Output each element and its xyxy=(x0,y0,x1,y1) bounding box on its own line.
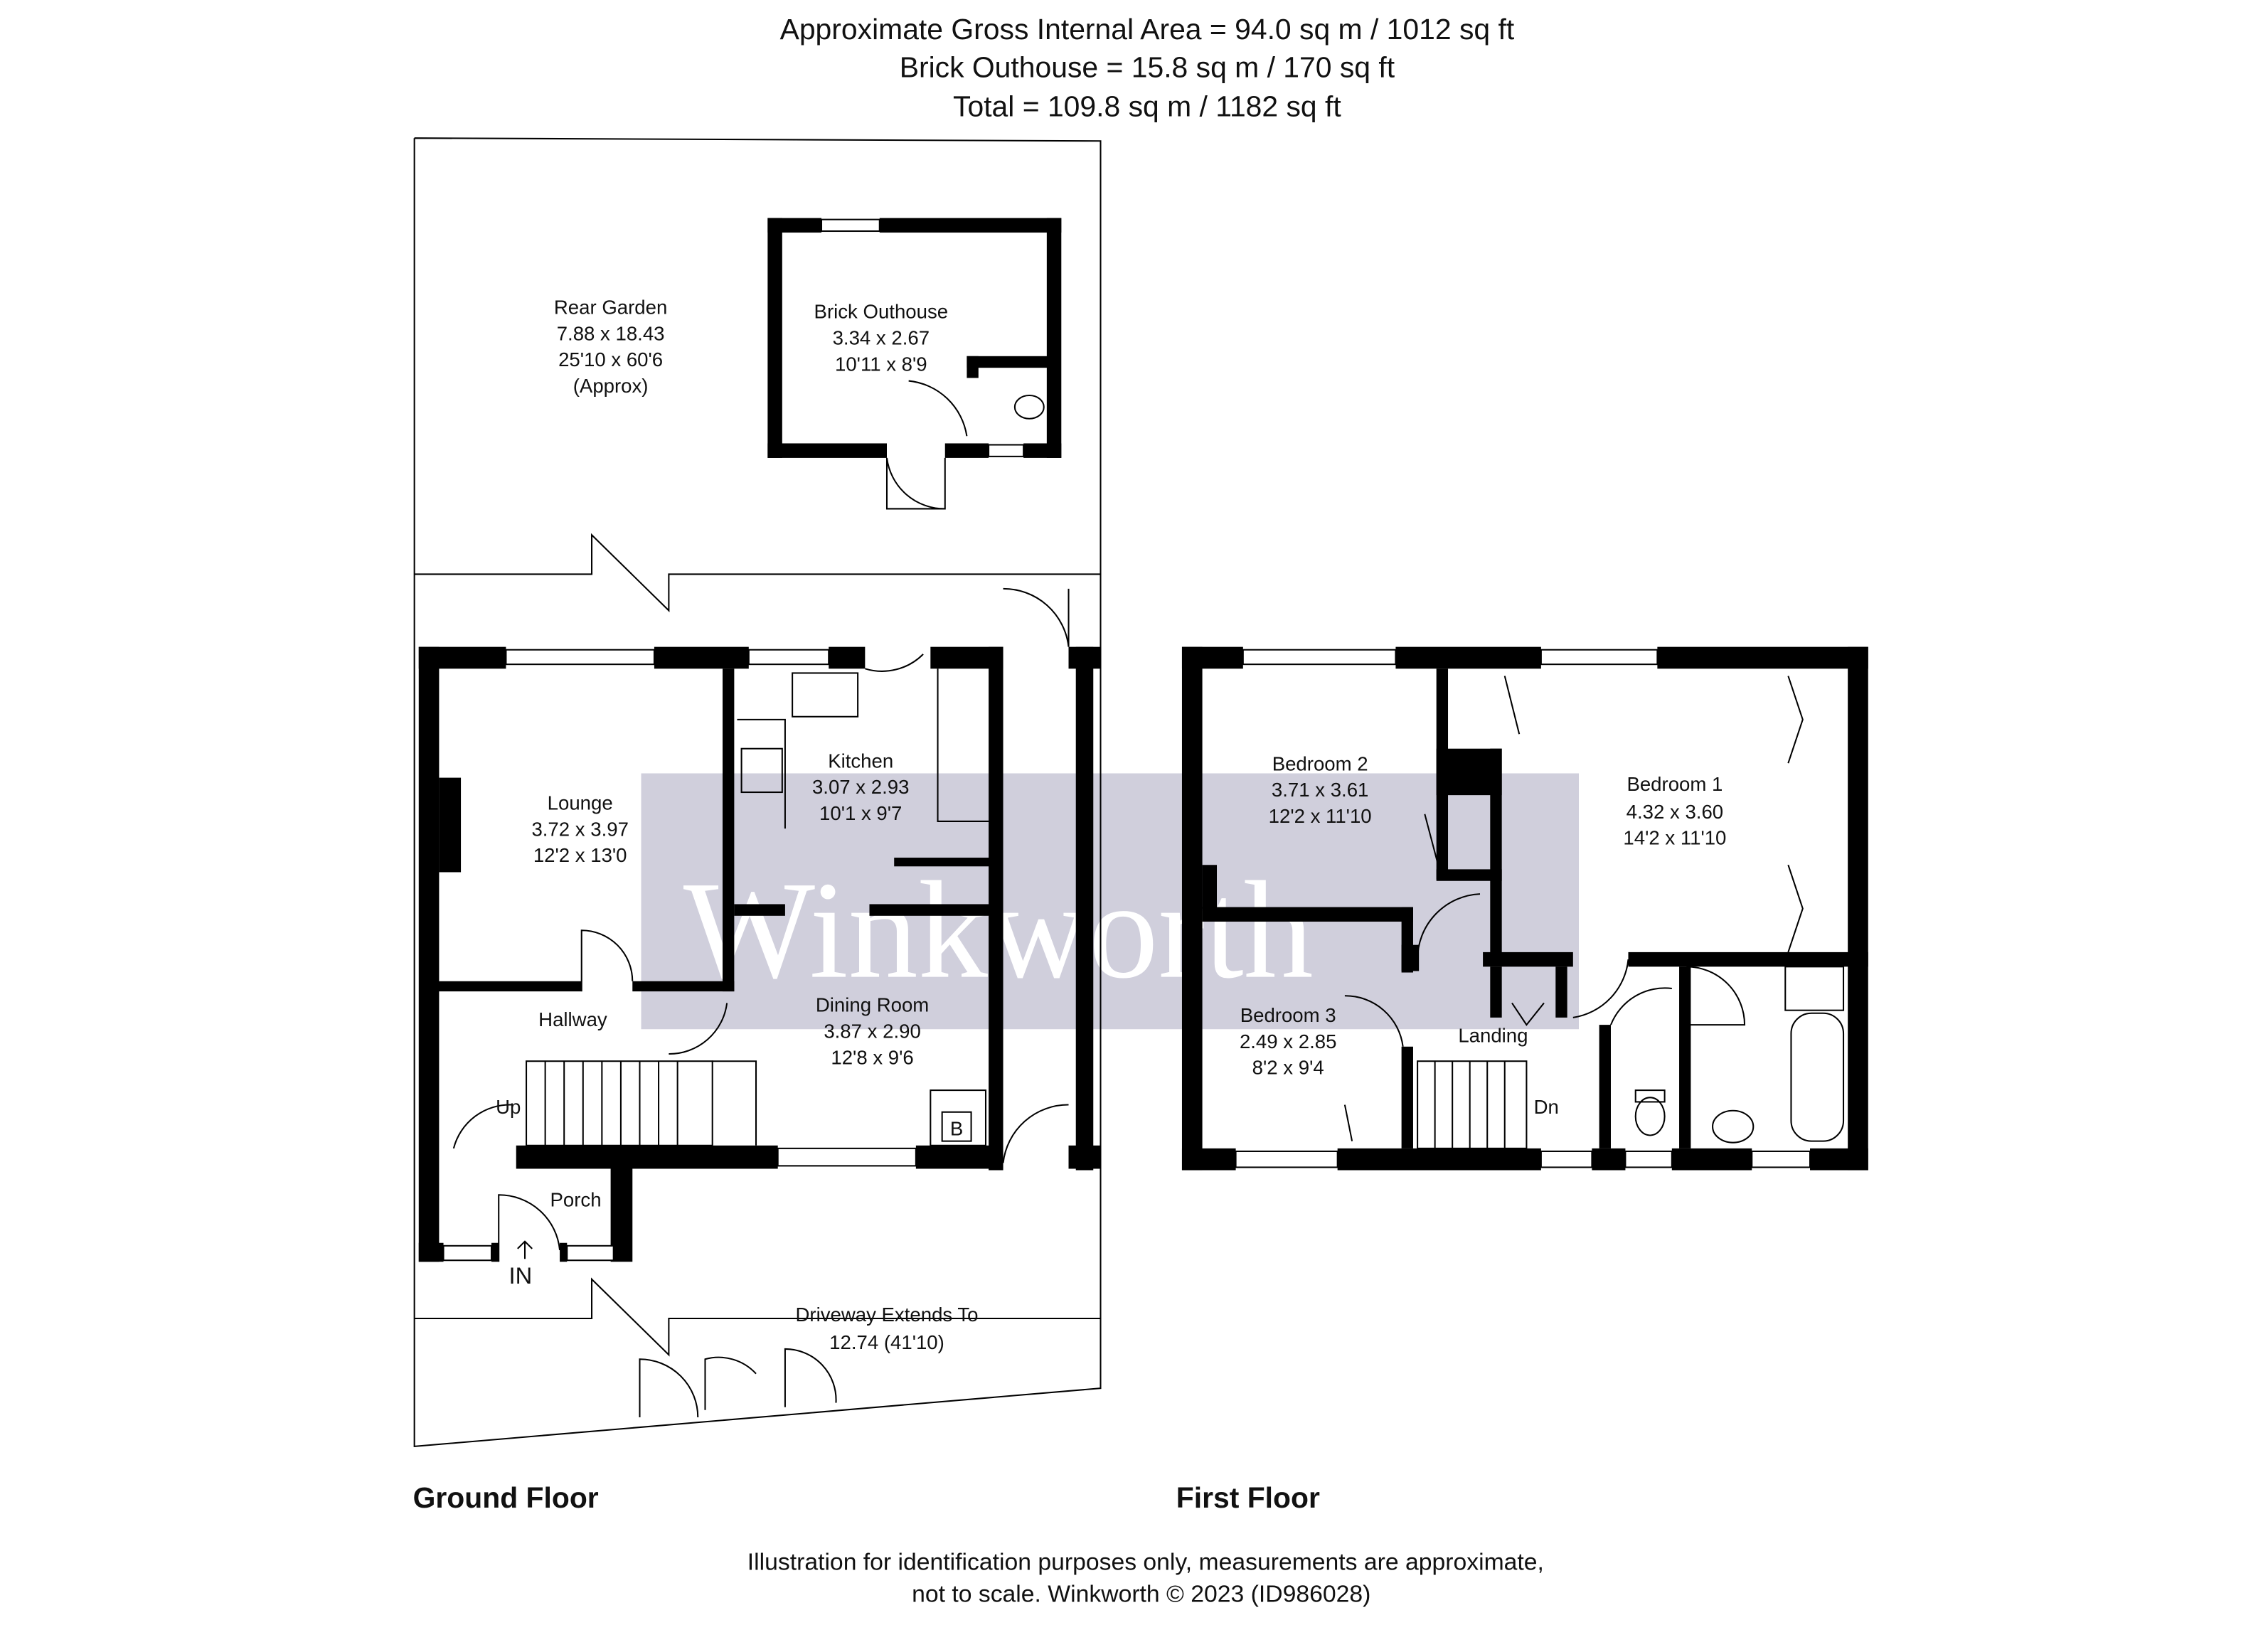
svg-text:10'1 x 9'7: 10'1 x 9'7 xyxy=(819,802,902,824)
boiler-label: B xyxy=(950,1117,963,1139)
svg-text:Bedroom 2: Bedroom 2 xyxy=(1272,752,1368,774)
room-label-kitchen: Kitchen 3.07 x 2.93 10'1 x 9'7 xyxy=(812,750,909,824)
svg-text:3.34 x 2.67: 3.34 x 2.67 xyxy=(833,326,930,348)
house-walls xyxy=(418,587,1101,1262)
header-total-area: Total = 109.8 sq m / 1182 sq ft xyxy=(953,90,1341,123)
footer-disclaimer-line2: not to scale. Winkworth © 2023 (ID986028… xyxy=(912,1581,1370,1608)
svg-text:Bedroom 1: Bedroom 1 xyxy=(1627,773,1723,795)
stairs-up-label: Up xyxy=(496,1096,521,1118)
room-label-bedroom-1: Bedroom 1 4.32 x 3.60 14'2 x 11'10 xyxy=(1623,773,1726,849)
first-stairs xyxy=(1417,1060,1528,1149)
first-floor-title: First Floor xyxy=(1176,1481,1320,1514)
sink-icon xyxy=(1712,1109,1755,1144)
bath-icon xyxy=(1790,1012,1845,1142)
first-floor-walls xyxy=(1181,646,1868,1171)
header-outhouse-area: Brick Outhouse = 15.8 sq m / 170 sq ft xyxy=(900,50,1395,83)
ground-stairs xyxy=(526,1060,757,1146)
room-label-dining: Dining Room 3.87 x 2.90 12'8 x 9'6 xyxy=(816,994,929,1069)
svg-text:3.87 x 2.90: 3.87 x 2.90 xyxy=(824,1020,920,1043)
svg-text:(Approx): (Approx) xyxy=(573,375,649,397)
ground-floor-title: Ground Floor xyxy=(413,1481,599,1514)
ground-floor-plan: Rear Garden 7.88 x 18.43 25'10 x 60'6 (A… xyxy=(413,137,1102,1514)
svg-text:4.32 x 3.60: 4.32 x 3.60 xyxy=(1627,801,1723,823)
room-label-driveway: Driveway Extends To 12.74 (41'10) xyxy=(795,1304,978,1353)
svg-text:12'2 x 13'0: 12'2 x 13'0 xyxy=(533,844,627,866)
svg-text:14'2 x 11'10: 14'2 x 11'10 xyxy=(1623,827,1726,849)
footer-disclaimer-line1: Illustration for identification purposes… xyxy=(747,1549,1544,1576)
room-label-rear-garden: Rear Garden 7.88 x 18.43 25'10 x 60'6 (A… xyxy=(554,297,667,397)
first-floor-plan: Bedroom 2 3.71 x 3.61 12'2 x 11'10 Bedro… xyxy=(1176,646,1868,1514)
svg-text:3.72 x 3.97: 3.72 x 3.97 xyxy=(531,818,628,840)
room-label-landing: Landing xyxy=(1458,1025,1528,1047)
svg-text:3.07 x 2.93: 3.07 x 2.93 xyxy=(812,776,909,798)
svg-text:8'2 x 9'4: 8'2 x 9'4 xyxy=(1252,1057,1324,1079)
svg-text:10'11 x 8'9: 10'11 x 8'9 xyxy=(835,353,927,375)
watermark-band xyxy=(641,773,1580,1030)
svg-text:25'10 x 60'6: 25'10 x 60'6 xyxy=(558,348,663,371)
room-label-bedroom-3: Bedroom 3 2.49 x 2.85 8'2 x 9'4 xyxy=(1240,1004,1336,1079)
entrance-arrow-icon xyxy=(517,1240,533,1259)
toilet-icon xyxy=(1634,1097,1666,1136)
svg-text:Bedroom 3: Bedroom 3 xyxy=(1240,1004,1336,1026)
svg-text:3.71 x 3.61: 3.71 x 3.61 xyxy=(1272,779,1368,801)
svg-text:Lounge: Lounge xyxy=(548,792,613,814)
svg-text:12'2 x 11'10: 12'2 x 11'10 xyxy=(1269,805,1372,827)
room-label-outhouse: Brick Outhouse 3.34 x 2.67 10'11 x 8'9 xyxy=(814,301,949,375)
svg-text:Dining Room: Dining Room xyxy=(816,994,929,1016)
entrance-label: IN xyxy=(509,1262,533,1289)
header-gross-area: Approximate Gross Internal Area = 94.0 s… xyxy=(780,13,1515,46)
svg-text:2.49 x 2.85: 2.49 x 2.85 xyxy=(1240,1030,1336,1052)
room-label-lounge: Lounge 3.72 x 3.97 12'2 x 13'0 xyxy=(531,792,628,867)
svg-text:Rear Garden: Rear Garden xyxy=(554,297,667,319)
room-label-porch: Porch xyxy=(550,1189,602,1211)
outhouse-walls xyxy=(767,218,1062,510)
stairs-down-label: Dn xyxy=(1534,1096,1559,1118)
svg-text:7.88 x 18.43: 7.88 x 18.43 xyxy=(557,322,665,344)
svg-text:Brick Outhouse: Brick Outhouse xyxy=(814,301,949,323)
room-label-hallway: Hallway xyxy=(538,1008,607,1030)
svg-text:Driveway Extends To: Driveway Extends To xyxy=(795,1304,978,1326)
svg-text:Kitchen: Kitchen xyxy=(828,750,893,772)
svg-text:12'8 x 9'6: 12'8 x 9'6 xyxy=(831,1046,913,1068)
svg-text:12.74 (41'10): 12.74 (41'10) xyxy=(829,1331,944,1353)
room-label-bedroom-2: Bedroom 2 3.71 x 3.61 12'2 x 11'10 xyxy=(1269,752,1372,827)
